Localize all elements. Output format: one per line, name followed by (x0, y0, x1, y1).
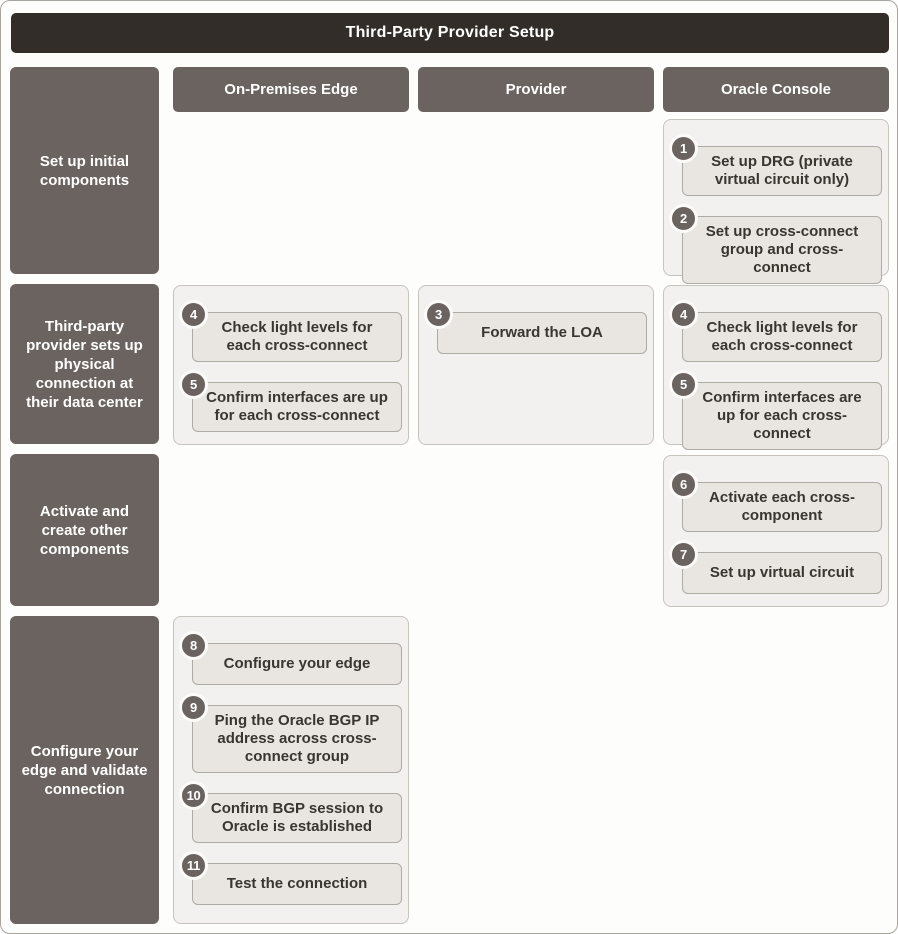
task-step-7: 7 Set up virtual circuit (669, 540, 882, 594)
step-number-badge: 6 (669, 470, 698, 499)
step-number-badge: 4 (669, 300, 698, 329)
task-label: Configure your edge (223, 655, 371, 672)
column-header-oracle-console: Oracle Console (663, 67, 889, 112)
task-step-11: 11 Test the connection (179, 851, 402, 905)
task-step-8: 8 Configure your edge (179, 631, 402, 685)
task-step-1: 1 Set up DRG (private virtual circuit on… (669, 134, 882, 196)
task-step-9: 9 Ping the Oracle BGP IP address across … (179, 693, 402, 773)
step-number-badge: 7 (669, 540, 698, 569)
step-number-badge: 3 (424, 300, 453, 329)
task-label: Confirm interfaces are up for each cross… (206, 389, 388, 424)
column-header-provider: Provider (418, 67, 654, 112)
task-label: Set up cross-connect group and cross-con… (705, 223, 859, 276)
step-number-badge: 9 (179, 693, 208, 722)
row-label-configure-edge-and-validate-connection: Configure your edge and validate connect… (10, 616, 159, 924)
step-number-badge: 5 (179, 370, 208, 399)
task-step-4-oracle: 4 Check light levels for each cross-conn… (669, 300, 882, 362)
step-number-badge: 2 (669, 204, 698, 233)
row-label-activate-and-create-other-components: Activate and create other components (10, 454, 159, 606)
task-label: Confirm BGP session to Oracle is establi… (210, 800, 384, 835)
task-label: Test the connection (226, 875, 368, 892)
task-step-5-onprem: 5 Confirm interfaces are up for each cro… (179, 370, 402, 432)
task-label: Forward the LOA (481, 324, 603, 341)
task-label: Check light levels for each cross-connec… (706, 319, 858, 354)
task-step-2: 2 Set up cross-connect group and cross-c… (669, 204, 882, 284)
cell-physical-connection-provider: 3 Forward the LOA (418, 285, 654, 445)
task-step-3: 3 Forward the LOA (424, 300, 647, 354)
task-label: Ping the Oracle BGP IP address across cr… (214, 712, 380, 765)
task-label: Set up virtual circuit (709, 564, 855, 581)
step-number-badge: 5 (669, 370, 698, 399)
task-label: Confirm interfaces are up for each cross… (702, 389, 862, 442)
diagram-title: Third-Party Provider Setup (11, 13, 889, 53)
task-label: Check light levels for each cross-connec… (221, 319, 373, 354)
task-step-5-oracle: 5 Confirm interfaces are up for each cro… (669, 370, 882, 450)
task-step-4-onprem: 4 Check light levels for each cross-conn… (179, 300, 402, 362)
cell-initial-components-oracle-console: 1 Set up DRG (private virtual circuit on… (663, 119, 889, 284)
step-number-badge: 11 (179, 851, 208, 880)
task-step-10: 10 Confirm BGP session to Oracle is esta… (179, 781, 402, 843)
step-number-badge: 8 (179, 631, 208, 660)
row-label-set-up-initial-components: Set up initial components (10, 67, 159, 274)
task-label: Set up DRG (private virtual circuit only… (711, 153, 853, 188)
step-number-badge: 4 (179, 300, 208, 329)
cell-configure-edge-on-premises-edge: 8 Configure your edge 9 Ping the Oracle … (173, 616, 409, 924)
task-label: Activate each cross-component (709, 489, 855, 524)
cell-physical-connection-oracle-console: 4 Check light levels for each cross-conn… (663, 285, 889, 450)
row-label-third-party-provider-physical-connection: Third-party provider sets up physical co… (10, 284, 159, 444)
task-step-6: 6 Activate each cross-component (669, 470, 882, 532)
step-number-badge: 10 (179, 781, 208, 810)
cell-activate-components-oracle-console: 6 Activate each cross-component 7 Set up… (663, 455, 889, 607)
column-header-on-premises-edge: On-Premises Edge (173, 67, 409, 112)
step-number-badge: 1 (669, 134, 698, 163)
cell-physical-connection-on-premises-edge: 4 Check light levels for each cross-conn… (173, 285, 409, 445)
